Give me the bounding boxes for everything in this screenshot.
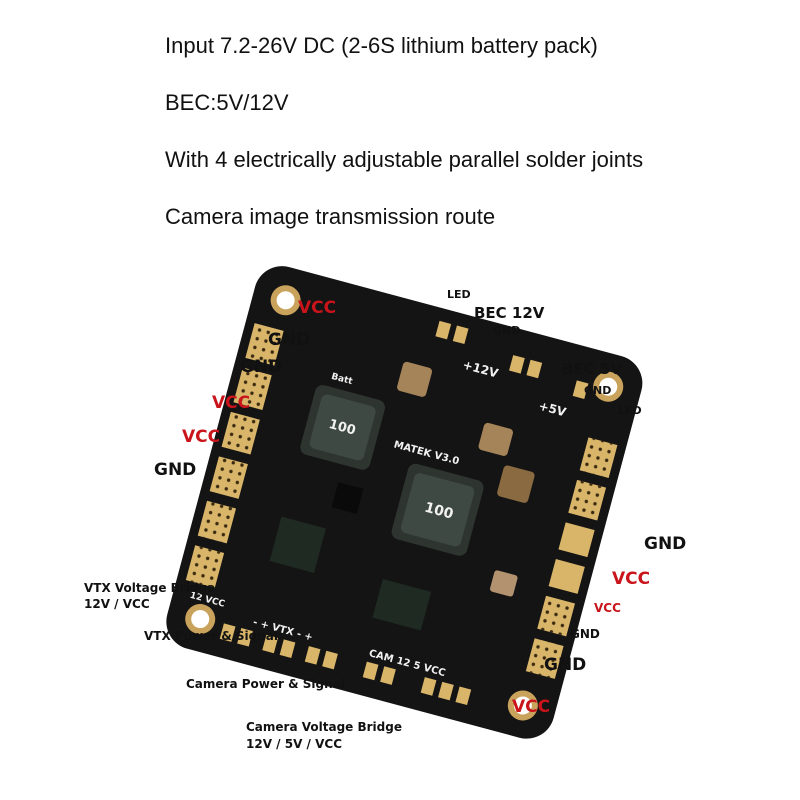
top-bec-pads xyxy=(435,320,589,399)
mounting-holes xyxy=(185,285,624,721)
label-camera-power: Camera Power & Signal xyxy=(186,677,345,691)
label-vtx-bridge: VTX Voltage Bridge xyxy=(84,581,215,595)
spec-bec: BEC:5V/12V xyxy=(165,90,289,115)
spec-input-voltage: Input 7.2-26V DC (2-6S lithium battery p… xyxy=(165,33,598,58)
label-left-vcc-2: VCC xyxy=(212,393,250,413)
label-right-gnd-2: GND xyxy=(570,627,600,641)
label-camera-bridge: Camera Voltage Bridge xyxy=(246,720,402,734)
pcb-board: +12V +5V Batt 100 100 MATEK V3.0 - + VTX… xyxy=(166,266,643,739)
silk-inductor-1: 100 xyxy=(327,417,357,439)
spec-text-block: Input 7.2-26V DC (2-6S lithium battery p… xyxy=(165,28,785,256)
label-vtx-power: VTX Power & Signal xyxy=(144,629,278,643)
label-gnd-12v: GND xyxy=(493,324,520,337)
spec-camera-route: Camera image transmission route xyxy=(165,204,496,229)
regulator-chips xyxy=(269,482,432,631)
left-solder-pads xyxy=(185,323,284,588)
bottom-labels: VTX Voltage Bridge 12V / VCC VTX Power &… xyxy=(84,581,402,751)
label-bec-5v: BEC 5V xyxy=(562,360,622,378)
label-left-gnd-3: GND xyxy=(154,460,196,480)
left-pad-labels: VCC GND GND VCC VCC GND xyxy=(154,298,336,480)
label-gnd-5v: GND xyxy=(584,384,611,397)
label-bec-12v: BEC 12V xyxy=(474,304,545,322)
label-right-gnd-1: GND xyxy=(644,534,686,554)
bottom-vtx-cam-pads xyxy=(219,623,472,706)
top-bec-labels: LED BEC 12V GND BEC 5V GND LED xyxy=(447,288,642,417)
label-camera-bridge-values: 12V / 5V / VCC xyxy=(246,737,342,751)
label-led-5v: LED xyxy=(618,404,642,417)
capacitors xyxy=(397,361,535,597)
right-solder-pads xyxy=(525,437,618,679)
label-right-gnd-3: GND xyxy=(544,655,586,675)
right-pad-labels: GND VCC VCC GND GND VCC xyxy=(512,534,686,717)
label-right-vcc-3: VCC xyxy=(512,697,550,717)
label-left-vcc-1: VCC xyxy=(298,298,336,318)
label-left-gnd-1: GND xyxy=(268,330,310,350)
silk-inductor-2: 100 xyxy=(423,500,456,523)
label-led-12v: LED xyxy=(447,288,471,301)
label-left-gnd-2: GND xyxy=(240,357,282,377)
label-right-vcc-1: VCC xyxy=(612,569,650,589)
label-vtx-bridge-values: 12V / VCC xyxy=(84,597,150,611)
inductors xyxy=(300,385,484,556)
label-right-vcc-2: VCC xyxy=(594,601,621,615)
spec-solder-joints: With 4 electrically adjustable parallel … xyxy=(165,147,644,172)
label-left-vcc-3: VCC xyxy=(182,427,220,447)
